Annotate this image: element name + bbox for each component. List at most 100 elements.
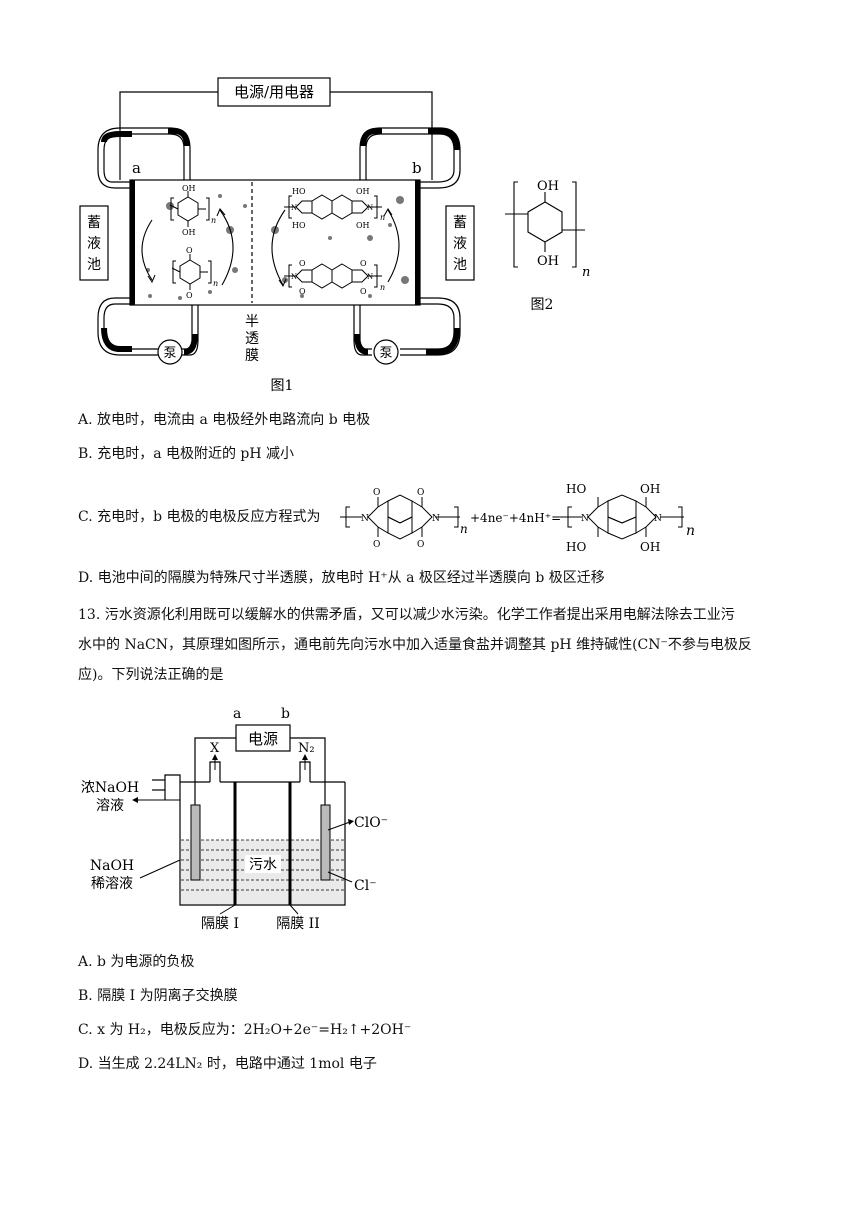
svg-text:OH: OH: [537, 254, 559, 269]
svg-text:池: 池: [87, 257, 101, 273]
svg-text:隔膜 I: 隔膜 I: [201, 916, 239, 932]
svg-text:液: 液: [453, 236, 467, 252]
right-tubing: [353, 127, 461, 356]
svg-text:n: n: [380, 283, 385, 292]
svg-text:O: O: [417, 488, 424, 498]
electrode-a: [130, 180, 135, 305]
svg-text:电源: 电源: [248, 730, 278, 748]
svg-text:蓄: 蓄: [453, 215, 467, 231]
svg-text:O: O: [373, 488, 380, 498]
svg-text:n: n: [211, 216, 216, 225]
svg-text:泵: 泵: [379, 346, 392, 361]
svg-text:泵: 泵: [163, 346, 176, 361]
figure-2-svg: OH OH n 图2: [505, 179, 590, 313]
figure-1-caption: 图1: [271, 378, 294, 394]
q12-c-equation-mid: +4ne⁻+4nH⁺=: [470, 511, 561, 525]
figure-2: OH OH n 图2: [500, 172, 620, 317]
anode-electrode: [320, 804, 331, 881]
svg-text:OH: OH: [537, 179, 559, 194]
svg-text:HO: HO: [566, 540, 586, 554]
particles: [146, 194, 409, 300]
svg-text:O: O: [186, 246, 193, 255]
q13-option-c: C. x 为 H₂，电极反应为：2H₂O+2e⁻=H₂↑+2OH⁻: [78, 1022, 412, 1038]
svg-text:N: N: [291, 273, 297, 281]
svg-text:OH: OH: [356, 187, 370, 196]
svg-text:N₂: N₂: [298, 741, 315, 756]
svg-text:OH: OH: [640, 540, 660, 554]
left-tubing: [97, 127, 199, 356]
svg-text:O: O: [186, 291, 193, 300]
svg-text:OH: OH: [356, 221, 370, 230]
q12-option-a: A. 放电时，电流由 a 电极经外电路流向 b 电极: [78, 412, 371, 428]
svg-text:NaOH: NaOH: [90, 858, 134, 874]
svg-text:a: a: [233, 706, 241, 722]
q12-c-equation-svg: O O O O N N n +4ne⁻+4nH⁺= HO OH HO OH N …: [340, 482, 695, 554]
svg-text:O: O: [360, 259, 367, 268]
quinone-polymer: [171, 254, 212, 290]
electrode-b-label: b: [412, 159, 422, 177]
power-label: 电源/用电器: [234, 83, 314, 101]
q13-option-d: D. 当生成 2.24LN₂ 时，电路中通过 1mol 电子: [78, 1056, 377, 1072]
svg-text:Cl⁻: Cl⁻: [354, 878, 377, 894]
svg-text:n: n: [213, 279, 218, 288]
pump-left: [157, 339, 183, 365]
figure-1-svg: 电源/用电器 a b: [79, 77, 475, 394]
svg-text:池: 池: [453, 257, 467, 273]
svg-text:n: n: [460, 522, 468, 536]
svg-text:污水: 污水: [249, 857, 277, 873]
svg-text:浓NaOH: 浓NaOH: [81, 780, 139, 796]
figure-2-caption: 图2: [531, 297, 554, 313]
svg-text:O: O: [360, 287, 367, 296]
q12-option-c-equation: O O O O N N n +4ne⁻+4nH⁺= HO OH HO OH N …: [336, 475, 706, 560]
svg-text:半: 半: [245, 314, 259, 330]
svg-text:N: N: [291, 204, 297, 212]
pump-right: [373, 339, 399, 365]
svg-text:b: b: [281, 706, 290, 722]
svg-text:HO: HO: [566, 482, 586, 496]
svg-text:ClO⁻: ClO⁻: [354, 815, 388, 831]
svg-text:HO: HO: [292, 221, 306, 230]
svg-text:液: 液: [87, 236, 101, 252]
svg-text:N: N: [581, 514, 589, 524]
electrode-a-label: a: [132, 159, 141, 177]
svg-text:N: N: [361, 514, 369, 524]
svg-text:n: n: [686, 523, 695, 539]
svg-text:n: n: [380, 213, 385, 222]
svg-text:O: O: [299, 287, 306, 296]
cathode-electrode: [190, 804, 201, 881]
q13-figure-svg: a b 电源 X N₂: [81, 706, 388, 932]
svg-text:N: N: [367, 204, 373, 212]
q12-option-b: B. 充电时，a 电极附近的 pH 减小: [78, 446, 295, 462]
q13-stem-line-1: 13. 污水资源化利用既可以缓解水的供需矛盾，又可以减少水污染。化学工作者提出采…: [78, 607, 735, 623]
svg-text:O: O: [299, 259, 306, 268]
q12-option-c: C. 充电时，b 电极的电极反应方程式为: [78, 509, 321, 525]
electrode-b: [415, 180, 420, 305]
q13-stem-line-3: 应)。下列说法正确的是: [78, 667, 224, 683]
q12-option-d: D. 电池中间的隔膜为特殊尺寸半透膜，放电时 H⁺从 a 极区经过半透膜向 b …: [78, 570, 605, 586]
svg-text:N: N: [432, 514, 440, 524]
svg-text:OH: OH: [182, 228, 196, 237]
q13-stem: 13. 污水资源化利用既可以缓解水的供需矛盾，又可以减少水污染。化学工作者提出采…: [78, 600, 828, 690]
svg-text:蓄: 蓄: [87, 215, 101, 231]
svg-text:N: N: [654, 514, 662, 524]
svg-text:O: O: [417, 540, 424, 550]
svg-text:溶液: 溶液: [96, 798, 124, 814]
svg-text:OH: OH: [182, 184, 196, 193]
svg-text:稀溶液: 稀溶液: [91, 876, 133, 892]
svg-text:N: N: [367, 273, 373, 281]
reduced-ntcdi-polymer: [284, 194, 382, 220]
q13-figure: a b 电源 X N₂: [70, 700, 400, 940]
oxidized-ntcdi-polymer: [284, 263, 382, 289]
svg-text:膜: 膜: [245, 348, 259, 364]
q13-option-a: A. b 为电源的负极: [78, 954, 195, 970]
svg-text:隔膜 II: 隔膜 II: [276, 916, 320, 932]
svg-text:OH: OH: [640, 482, 660, 496]
hydroquinone-polymer: [169, 191, 210, 227]
svg-text:HO: HO: [292, 187, 306, 196]
svg-text:透: 透: [245, 331, 259, 347]
q13-option-b: B. 隔膜 I 为阴离子交换膜: [78, 988, 238, 1004]
q13-stem-line-2: 水中的 NaCN，其原理如图所示，通电前先向污水中加入适量食盐并调整其 pH 维…: [78, 637, 752, 653]
svg-text:n: n: [582, 265, 590, 280]
figure-1: 电源/用电器 a b: [70, 70, 500, 400]
svg-text:O: O: [373, 540, 380, 550]
